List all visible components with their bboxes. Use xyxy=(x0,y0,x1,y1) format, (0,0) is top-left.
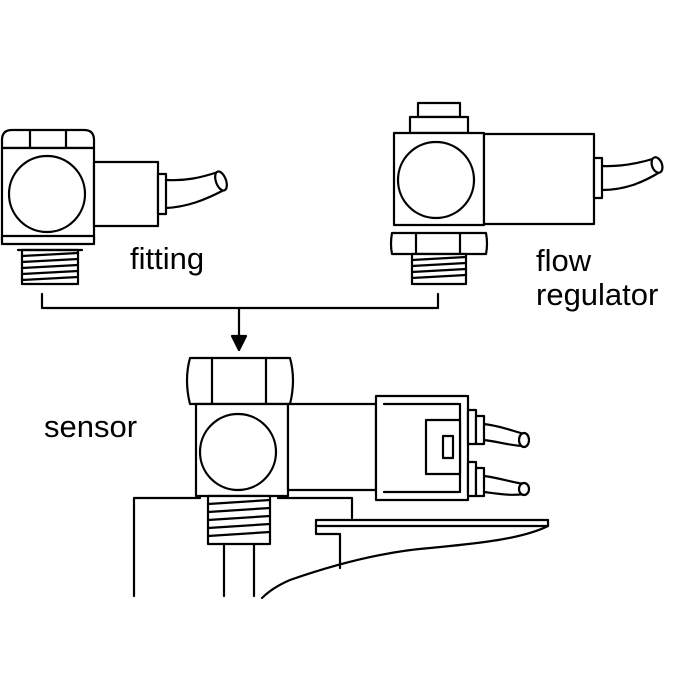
connector-lines xyxy=(40,292,440,352)
fitting-hex-nut xyxy=(0,128,96,150)
sensor-threads xyxy=(206,494,272,546)
regulator-hex-nut xyxy=(389,231,489,256)
regulator-threads xyxy=(410,252,468,286)
regulator-arm xyxy=(482,132,596,226)
fitting-label: fitting xyxy=(130,241,205,276)
flow-regulator-label-line1: flow xyxy=(536,243,592,278)
fitting-part xyxy=(0,128,228,286)
sensor-hex-nut xyxy=(185,356,295,406)
sensor-part xyxy=(132,356,550,600)
fitting-tube xyxy=(164,170,226,210)
sensor-wires xyxy=(482,422,526,496)
sensor-arm xyxy=(286,402,378,492)
sensor-mount-base xyxy=(132,496,354,598)
flow-regulator-label: flow regulator xyxy=(536,243,659,313)
flow-regulator-label-line2: regulator xyxy=(536,277,659,313)
regulator-cap xyxy=(416,101,462,119)
sensor-label: sensor xyxy=(44,409,138,444)
regulator-port-circle xyxy=(396,140,476,220)
flow-regulator-part xyxy=(389,101,664,286)
fitting-port-circle xyxy=(7,154,87,234)
arrow-head xyxy=(230,334,248,352)
fitting-arm xyxy=(92,160,160,228)
sensor-port-circle xyxy=(198,412,278,492)
fitting-threads xyxy=(16,248,84,286)
